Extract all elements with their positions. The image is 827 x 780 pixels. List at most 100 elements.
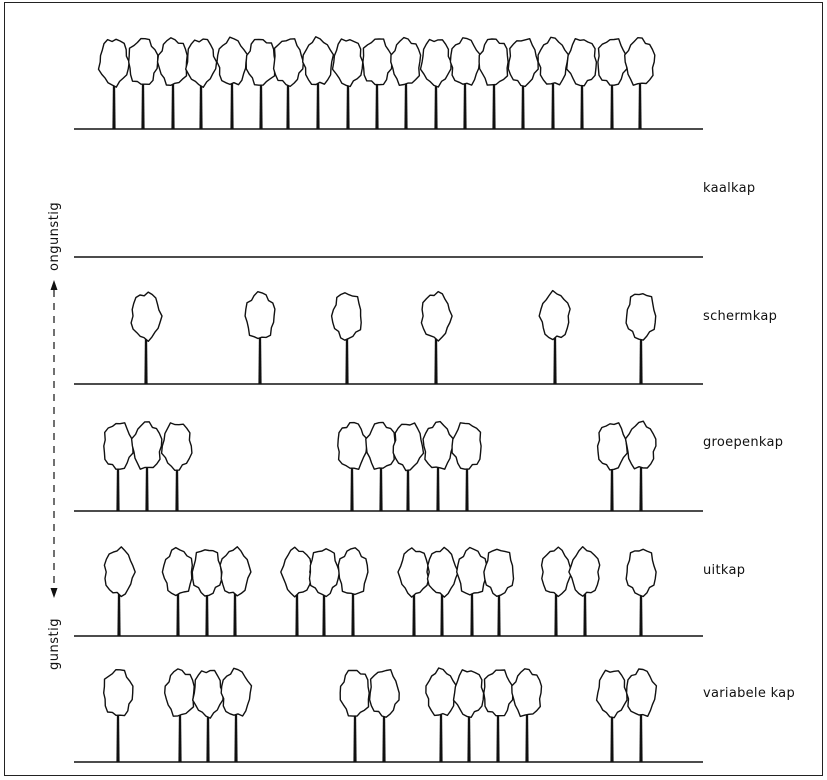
tree-trunk [583, 591, 587, 636]
tree-trunk [145, 465, 149, 511]
tree-trunk [116, 712, 120, 762]
tree-crown-icon [625, 548, 657, 598]
tree-trunk [375, 81, 379, 129]
tree-crown-icon [426, 546, 459, 598]
tree-trunk [610, 465, 614, 511]
tree-crown-icon [244, 291, 276, 340]
tree-trunk [412, 591, 416, 636]
tree-trunk [440, 591, 444, 636]
tree-trunk [175, 465, 179, 511]
tree-crown-icon [392, 422, 425, 472]
tree-trunk [258, 335, 262, 384]
tree-trunk [144, 335, 148, 384]
tree-crown-icon [452, 669, 485, 718]
tree-trunk [436, 465, 440, 511]
tree-crown-icon [540, 546, 573, 598]
tree-crown-icon [339, 669, 370, 717]
tree-trunk [497, 591, 501, 636]
tree-crown-icon [595, 669, 628, 719]
tree-trunk [553, 335, 557, 384]
tree-crown-icon [103, 669, 134, 717]
tree-crown-icon [451, 422, 482, 470]
tree-crown-icon [537, 36, 570, 86]
tree-crown-icon [130, 421, 163, 470]
tree-crown-icon [245, 38, 276, 86]
axis-label-ongunstig: ongunstig [47, 201, 62, 271]
tree-trunk [259, 81, 263, 129]
tree-crown-icon [185, 38, 218, 88]
tree-crown-icon [483, 669, 514, 717]
tree-trunk [406, 465, 410, 511]
tree-crown-icon [478, 38, 509, 86]
tree-crown-icon [192, 669, 224, 719]
tree-trunk [463, 81, 467, 129]
tree-crown-icon [422, 420, 454, 470]
tree-crown-icon [337, 421, 368, 470]
tree-crown-icon [220, 667, 253, 717]
tree-crown-icon [161, 546, 193, 597]
tree-trunk [382, 712, 386, 762]
tree-trunk [639, 591, 643, 636]
tree-crown-icon [397, 547, 430, 598]
row-label-uitkap: uitkap [703, 563, 746, 578]
tree-trunk [116, 465, 120, 511]
tree-trunk [316, 81, 320, 129]
tree-trunk [404, 81, 408, 129]
tree-trunk [639, 712, 643, 762]
tree-trunk [610, 81, 614, 129]
tree-crown-icon [164, 668, 195, 717]
tree-trunk [345, 335, 349, 384]
tree-crown-icon [566, 38, 598, 87]
tree-trunk [295, 591, 299, 636]
tree-crown-icon [625, 668, 658, 717]
tree-trunk [205, 591, 209, 636]
tree-trunk [434, 81, 438, 129]
axis-arrow-down-icon [50, 588, 58, 598]
tree-trunk [551, 81, 555, 129]
tree-crown-icon [419, 38, 452, 88]
tree-trunk [496, 712, 500, 762]
tree-crown-icon [624, 37, 656, 86]
tree-trunk [492, 81, 496, 129]
tree-crown-icon [160, 422, 193, 471]
tree-crown-icon [568, 546, 601, 597]
tree-trunk [141, 81, 145, 129]
tree-crown-icon [624, 420, 657, 470]
tree-crown-icon [425, 667, 458, 717]
tree-crown-icon [191, 549, 223, 597]
tree-trunk [467, 712, 471, 762]
tree-trunk [178, 712, 182, 762]
tree-crown-icon [456, 546, 488, 596]
tree-trunk [353, 712, 357, 762]
tree-crown-icon [362, 38, 393, 86]
tree-crown-icon [596, 422, 628, 471]
row-label-variabele-kap: variabele kap [703, 686, 795, 701]
tree-trunk [639, 465, 643, 511]
tree-trunk [233, 591, 237, 636]
tree-trunk [176, 591, 180, 636]
tree-trunk [470, 591, 474, 636]
tree-crown-icon [483, 548, 515, 597]
tree-crown-icon [597, 38, 628, 86]
axis-label-gunstig: gunstig [47, 618, 62, 670]
tree-crown-icon [449, 37, 482, 86]
tree-crown-icon [130, 291, 163, 342]
tree-trunk [230, 81, 234, 129]
tree-trunk [439, 712, 443, 762]
tree-crown-icon [302, 36, 335, 86]
tree-trunk [638, 81, 642, 129]
tree-trunk [350, 465, 354, 511]
tree-trunk [525, 712, 529, 762]
tree-trunk [171, 81, 175, 129]
tree-crown-icon [219, 546, 252, 597]
tree-trunk [554, 591, 558, 636]
tree-crown-icon [216, 36, 249, 86]
tree-trunk [234, 712, 238, 762]
tree-trunk [521, 81, 525, 129]
tree-crown-icon [331, 38, 364, 88]
tree-trunk [434, 335, 438, 384]
tree-crown-icon [156, 37, 188, 86]
row-label-kaalkap: kaalkap [703, 181, 756, 196]
tree-crown-icon [625, 293, 657, 341]
